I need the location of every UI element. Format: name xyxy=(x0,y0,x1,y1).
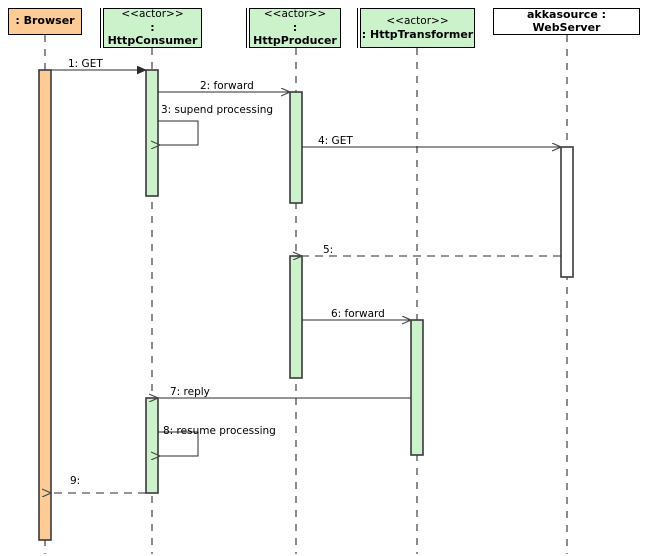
lifeline-name-httptransformer: : HttpTransformer xyxy=(361,27,474,41)
message-label-m4: 4: GET xyxy=(318,135,353,147)
activation-bar-act-consumer-1[interactable] xyxy=(145,69,159,197)
lifeline-stereotype-httpconsumer: <<actor>> xyxy=(121,8,184,21)
message-label-m6: 6: forward xyxy=(331,308,385,320)
lifeline-name-httpconsumer: : HttpConsumer xyxy=(107,21,198,48)
lifeline-name-browser: : Browser xyxy=(15,14,75,28)
activation-bar-act-browser-1[interactable] xyxy=(38,69,52,541)
message-arrows xyxy=(51,70,561,493)
message-label-m3: 3: supend processing xyxy=(161,104,274,116)
lifeline-header-httpproducer[interactable]: <<actor>>: HttpProducer xyxy=(249,8,341,48)
message-m8[interactable] xyxy=(158,431,199,456)
activation-bar-act-transformer-1[interactable] xyxy=(410,319,424,456)
activation-bar-act-consumer-2[interactable] xyxy=(145,397,159,494)
lifeline-stereotype-httptransformer: <<actor>> xyxy=(386,14,449,27)
message-label-m2: 2: forward xyxy=(200,80,254,92)
activation-bars xyxy=(38,69,574,541)
message-label-m9: 9: xyxy=(70,475,81,487)
lifeline-header-browser[interactable]: : Browser xyxy=(8,8,82,35)
message-m3[interactable] xyxy=(158,120,199,145)
message-label-m8: 8: resume processing xyxy=(163,425,276,437)
message-label-m1: 1: GET xyxy=(68,58,103,70)
lifeline-name-webserver: akkasource : WebServer xyxy=(526,7,607,34)
lifeline-header-webserver[interactable]: akkasource : WebServer xyxy=(493,8,640,35)
lifeline-header-httpconsumer[interactable]: <<actor>>: HttpConsumer xyxy=(103,8,202,48)
message-label-m5: 5: xyxy=(323,244,334,256)
message-label-m7: 7: reply xyxy=(170,386,210,398)
lifeline-name-httpproducer: : HttpProducer xyxy=(253,21,337,48)
activation-bar-act-producer-1[interactable] xyxy=(289,91,303,204)
activation-bar-act-producer-2[interactable] xyxy=(289,255,303,379)
activation-bar-act-webserver-1[interactable] xyxy=(560,146,574,278)
lifeline-stereotype-httpproducer: <<actor>> xyxy=(263,8,327,21)
lifeline-header-httptransformer[interactable]: <<actor>>: HttpTransformer xyxy=(360,8,475,48)
lifeline-dashed-lines xyxy=(44,35,568,554)
